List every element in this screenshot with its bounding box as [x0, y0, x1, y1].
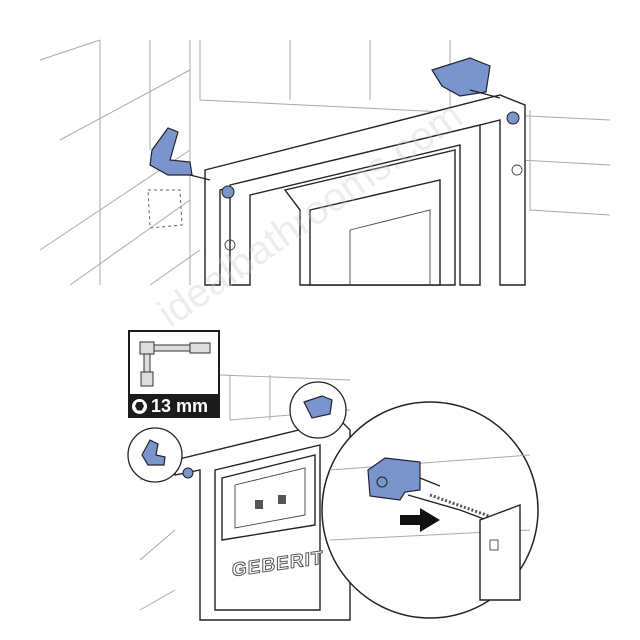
- detail-circle-left: [127, 427, 183, 483]
- wrench-size-label: 13 mm: [128, 394, 220, 418]
- wrench-size-text: 13 mm: [151, 396, 209, 416]
- bottom-frame: [174, 419, 351, 621]
- push-arrow-icon: [400, 508, 440, 532]
- hex-socket-icon: [132, 398, 147, 414]
- detail-circle-right: [289, 381, 347, 439]
- top-left-bracket: [147, 127, 211, 229]
- socket-wrench-icon: [130, 332, 218, 394]
- top-frame: [204, 94, 526, 286]
- tool-callout: 13 mm: [128, 330, 220, 418]
- detail-magnified: [321, 401, 539, 619]
- top-right-bracket: [431, 57, 501, 99]
